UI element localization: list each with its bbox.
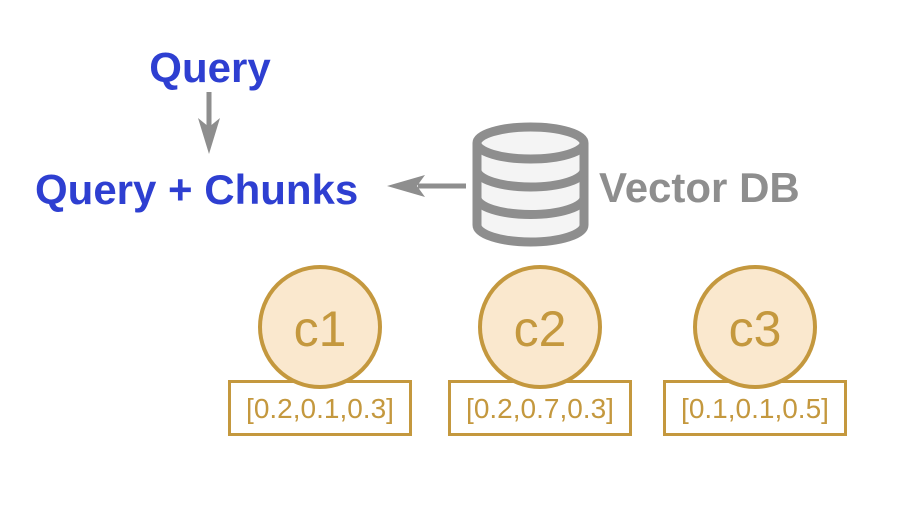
vector-value: [0.2,0.1,0.3] (246, 393, 394, 424)
chunk-id: c2 (513, 301, 567, 357)
vector-db-label: Vector DB (599, 164, 800, 211)
down-arrow-icon (198, 92, 220, 154)
chunk-circle: c2 (478, 265, 602, 389)
vector-box: [0.2,0.7,0.3] (448, 380, 632, 436)
chunk-c1: [0.2,0.1,0.3] c1 (228, 265, 412, 437)
vector-box: [0.2,0.1,0.3] (228, 380, 412, 436)
left-arrow-icon (387, 175, 466, 197)
database-icon (472, 122, 589, 247)
query-chunks-label: Query + Chunks (35, 166, 359, 213)
chunk-circle: c1 (258, 265, 382, 389)
query-label: Query (149, 44, 271, 91)
chunk-c2: [0.2,0.7,0.3] c2 (448, 265, 632, 437)
chunk-circle: c3 (693, 265, 817, 389)
chunk-c3: [0.1,0.1,0.5] c3 (663, 265, 847, 437)
chunk-id: c3 (728, 301, 782, 357)
vector-value: [0.2,0.7,0.3] (466, 393, 614, 424)
vector-value: [0.1,0.1,0.5] (681, 393, 829, 424)
chunk-id: c1 (293, 301, 347, 357)
